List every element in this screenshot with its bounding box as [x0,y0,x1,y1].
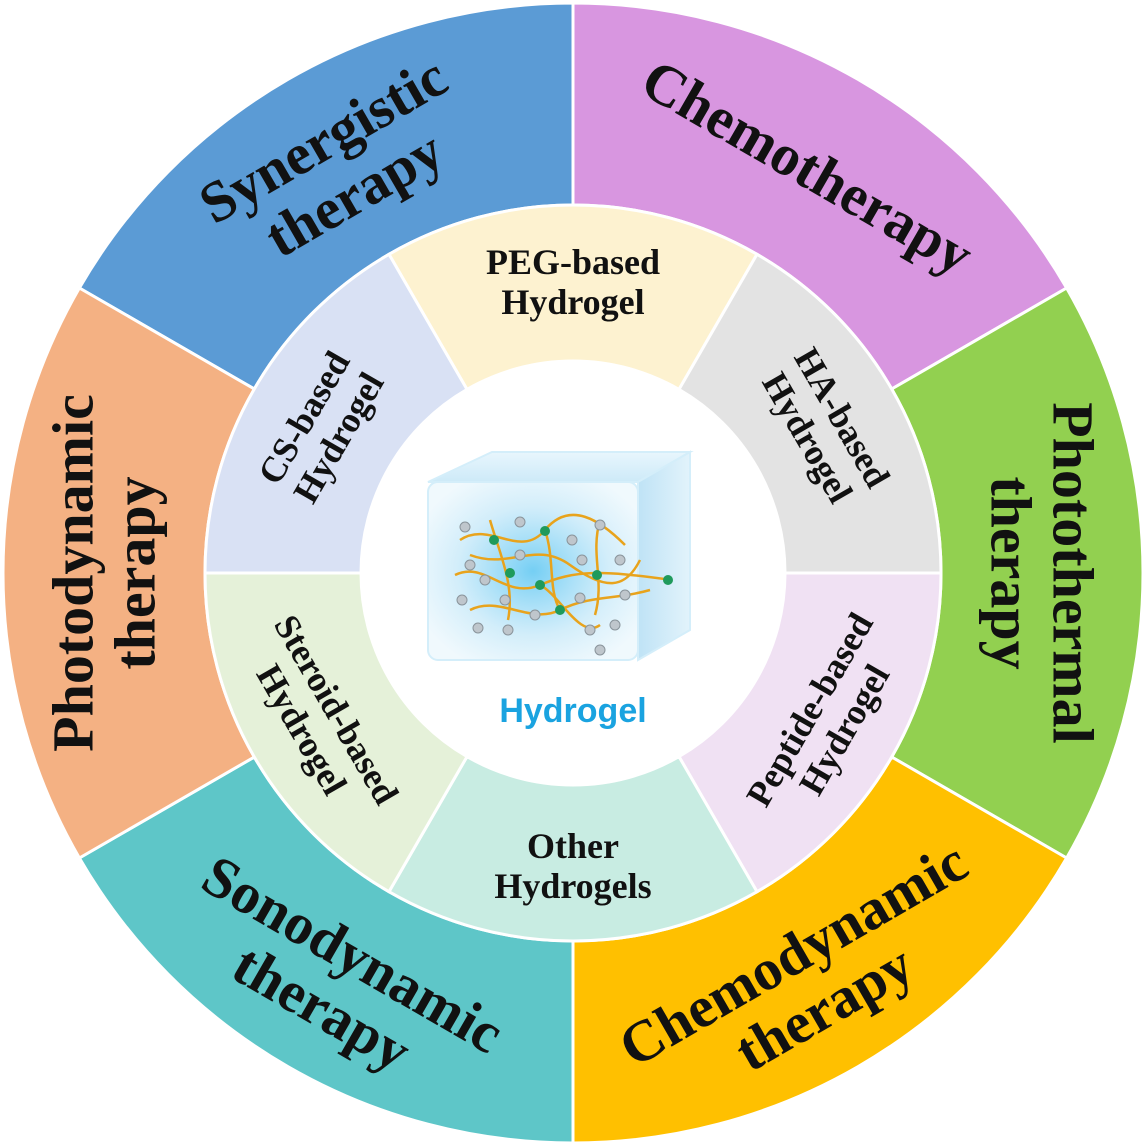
outer-label-photothermal-therapy: Photothermaltherapy [979,402,1106,744]
outer-label-line: therapy [979,476,1044,669]
inner-label-line: PEG-based [486,242,660,282]
drug-particles [456,516,631,656]
outer-label-photodynamic-therapy: Photodynamictherapy [40,394,167,752]
crosslink-dots [489,526,673,615]
center-hydrogel-label: Hydrogel [499,692,646,730]
hydrogel-cube-icon [427,450,694,662]
inner-label-line: Other [527,826,619,866]
outer-label-line: Photothermal [1041,402,1106,744]
inner-label-line: Hydrogel [501,282,644,322]
inner-label-line: Hydrogels [494,866,651,906]
outer-label-line: Photodynamic [40,394,105,752]
outer-label-line: therapy [102,476,167,669]
